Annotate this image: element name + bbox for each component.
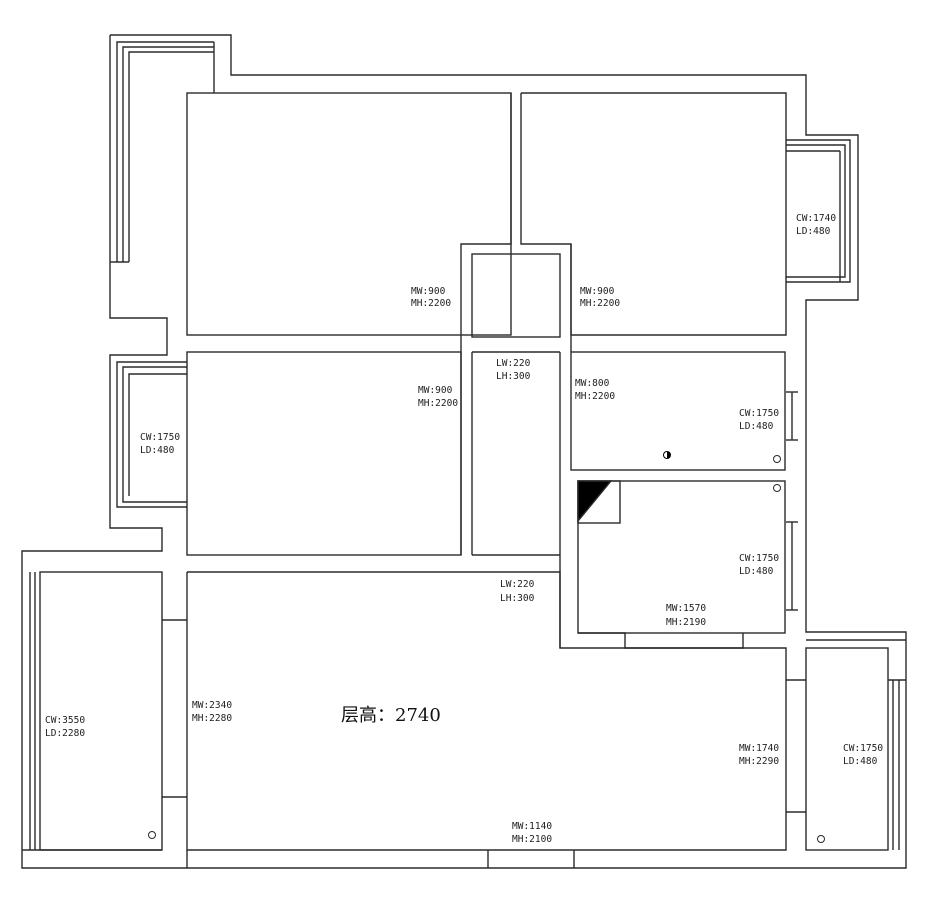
corridor-upper-label: LW:220 LH:300 xyxy=(496,358,536,382)
drain-icon xyxy=(773,455,781,463)
bathroom xyxy=(570,351,786,471)
room-ne xyxy=(520,92,787,336)
balcony-w-label: CW:1750 LD:480 xyxy=(140,432,186,456)
living-east-door-label: MW:1740 MH:2290 xyxy=(739,743,785,767)
balcony-ne-window xyxy=(786,139,851,283)
room-w xyxy=(186,351,462,556)
corridor-upper xyxy=(471,253,561,338)
balcony-nw-window xyxy=(116,41,214,262)
drain-icon xyxy=(817,835,825,843)
drain-icon xyxy=(148,831,156,839)
drain-icon xyxy=(773,484,781,492)
entrance-door-label: MW:1140 MH:2100 xyxy=(512,821,558,845)
balcony-se xyxy=(805,647,889,851)
balcony-sw xyxy=(39,571,163,851)
kitchen-corner-mark xyxy=(577,480,613,523)
balcony-sw-label: CW:3550 LD:2280 xyxy=(45,715,91,739)
ceiling-height-label: 层高：2740 xyxy=(341,705,441,726)
room-nw xyxy=(186,92,512,336)
balcony-w-window xyxy=(116,361,187,508)
living-west-door-label: MW:2340 MH:2280 xyxy=(192,700,238,724)
kitchen xyxy=(577,480,786,634)
bath-window-label: CW:1750 LD:480 xyxy=(739,408,785,432)
kitchen-door-label: MW:1570 MH:2190 xyxy=(666,603,712,628)
outer-wall-outline xyxy=(21,34,907,869)
kitchen-window-label: CW:1750 LD:480 xyxy=(739,553,785,577)
corridor-lower-label: LW:220 LH:300 xyxy=(500,579,540,604)
room-w-door-label: MW:900 MH:2200 xyxy=(418,385,458,409)
room-ne-door-label: MW:900 MH:2200 xyxy=(580,286,620,309)
balcony-se-label: CW:1750 LD:480 xyxy=(843,743,889,767)
balcony-ne-label: CW:1740 LD:480 xyxy=(796,213,842,237)
room-nw-door-label: MW:900 MH:2200 xyxy=(411,286,451,309)
bath-door-label: MW:800 MH:2200 xyxy=(575,378,615,402)
